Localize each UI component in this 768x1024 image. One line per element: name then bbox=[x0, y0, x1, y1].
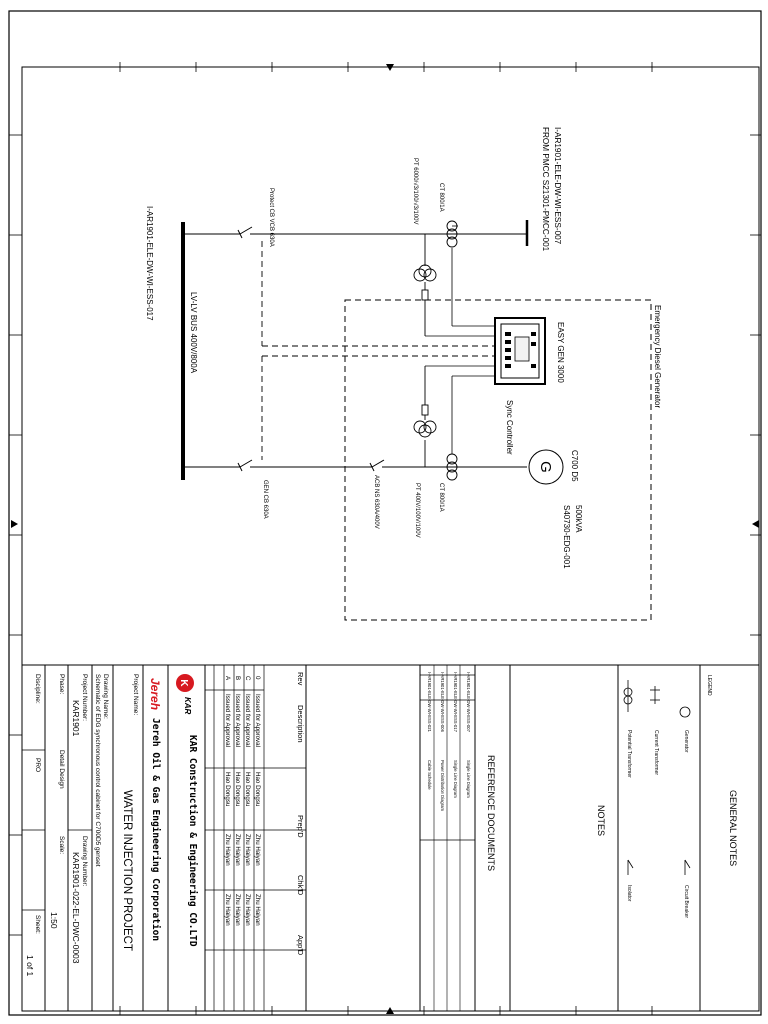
easygen-label: EASY GEN 3000 bbox=[556, 322, 565, 383]
legend-symbols bbox=[623, 680, 691, 875]
project-number-label: Project Number: bbox=[81, 674, 88, 721]
rev-row-1-rev: C bbox=[244, 676, 251, 681]
sheet-value: 1 of 1 bbox=[25, 955, 35, 977]
rev-header-approved: App'D bbox=[296, 935, 305, 956]
legend-title: LEGEND bbox=[706, 675, 712, 696]
from-reference-1: I-AR1901-ELE-DW-WI-ESS-007 bbox=[553, 127, 562, 245]
legend-item-circuit-breaker: Circuit Breaker bbox=[683, 885, 689, 918]
rev-row-3-desc: Issued for Approval bbox=[224, 694, 231, 747]
rev-header-checked: Chk'D bbox=[296, 875, 305, 896]
lv-bus-label: LV-LV BUS 400V/800A bbox=[189, 292, 198, 374]
rev-row-0-rev: 0 bbox=[254, 676, 261, 680]
rev-row-2-desc: Issued for Approval bbox=[234, 694, 241, 747]
gen-cb-label: GEN CB 630A bbox=[262, 480, 268, 519]
discipline-label: Discipline: bbox=[34, 674, 41, 704]
rev-row-1-app: Zhu Haiyan bbox=[244, 894, 251, 926]
ref-doc-3-title: Power Distribution Diagram bbox=[440, 760, 445, 811]
general-notes-title: GENERAL NOTES bbox=[728, 790, 738, 866]
ref-doc-2-title: Single Line Diagram bbox=[453, 760, 458, 798]
ref-doc-4-title: Cable Schedule bbox=[427, 760, 432, 790]
sheet-label: Sheet: bbox=[34, 915, 41, 934]
scale-value: 1:50 bbox=[49, 912, 59, 929]
project-name: WATER INJECTION PROJECT bbox=[121, 790, 133, 951]
emergency-generator-label: Emergency Diesel Generator bbox=[653, 305, 662, 408]
scale-label: Scale: bbox=[58, 836, 65, 854]
phase-label: Phase: bbox=[58, 674, 65, 694]
jereh-brand: Jereh bbox=[148, 678, 162, 710]
top-potential-transformer bbox=[413, 234, 437, 336]
ref-doc-4-number: I-AR1901-ELE-DW-WI-ESS-021 bbox=[427, 672, 432, 733]
reference-documents-title: REFERENCE DOCUMENTS bbox=[486, 755, 496, 871]
kar-logo: K KAR bbox=[176, 674, 194, 715]
svg-text:K: K bbox=[178, 679, 189, 687]
rev-header-prepared: Prep'D bbox=[296, 815, 305, 838]
notes-title: NOTES bbox=[596, 805, 606, 836]
centre-marker-top bbox=[386, 64, 394, 71]
generator-model-label: C700 D5 bbox=[570, 450, 579, 482]
rev-row-2-app: Zhu Haiyan bbox=[234, 894, 241, 926]
drawing-number-label: Drawing Number: bbox=[81, 836, 88, 887]
pt-bottom-label: PT 400V/100V/100V bbox=[414, 483, 420, 538]
drawing-number: KAR1901-022-EL-DWC-0003 bbox=[71, 852, 81, 964]
legend-item-isolator: Isolator bbox=[626, 885, 632, 902]
easygen-controller bbox=[494, 317, 546, 385]
sync-controller-label: Sync Controller bbox=[505, 400, 514, 455]
rev-row-2-rev: B bbox=[234, 676, 241, 680]
generator-kva-label: 500kVA bbox=[574, 505, 583, 533]
project-name-label: Project Name: bbox=[132, 674, 139, 715]
rev-row-3-chk: Zhu Haiyan bbox=[224, 834, 231, 866]
from-reference-2: FROM PMCC S21301-PMCC-001 bbox=[541, 127, 550, 252]
ref-doc-2-number: I-AR1901-ELE-DW-WI-ESS-017 bbox=[453, 672, 458, 733]
emergency-generator-boundary bbox=[344, 299, 652, 621]
bus-reference: I-AR1901-ELE-DW-WI-ESS-017 bbox=[145, 206, 154, 321]
rev-row-0-prep: Hao Dongsu bbox=[254, 772, 261, 807]
centre-marker-right bbox=[752, 520, 759, 528]
ct-bottom-label: CT 800/1A bbox=[438, 483, 444, 512]
ref-doc-1-title: Single Line Diagram bbox=[466, 760, 471, 798]
ref-doc-3-number: I-AR1901-ELE-DW-WI-ESS-006 bbox=[440, 672, 445, 733]
rev-row-1-prep: Hao Dongsu bbox=[244, 772, 251, 807]
pt-top-label: PT 6000/√3/100/√3/100V bbox=[412, 158, 419, 225]
jereh-company-name: Jereh Oil & Gas Engineering Corporation bbox=[150, 718, 161, 941]
rev-row-2-prep: Hao Dongsu bbox=[234, 772, 241, 807]
phase-detail: Detail Design bbox=[58, 750, 65, 789]
bottom-potential-transformer bbox=[413, 366, 437, 467]
centre-marker-left bbox=[11, 520, 18, 528]
top-circuit-breaker bbox=[237, 226, 253, 239]
legend-item-generator: Generator bbox=[683, 730, 689, 753]
drawing-name-label: Drawing Name: bbox=[102, 674, 109, 719]
rev-row-1-desc: Issued for Approval bbox=[244, 694, 251, 747]
rev-row-0-chk: Zhu Haiyan bbox=[254, 834, 261, 866]
outer-border bbox=[8, 10, 762, 1016]
rev-header-rev: Rev bbox=[296, 672, 305, 686]
vcb-top-label: Protect CB VCB 630A bbox=[268, 188, 274, 247]
generator-symbol bbox=[528, 449, 564, 485]
rev-row-3-app: Zhu Haiyan bbox=[224, 894, 231, 926]
acb-label: ACB NS 630A/400V bbox=[373, 475, 379, 529]
drawing-name: Schematic of EDG synchronous control cab… bbox=[94, 674, 101, 867]
rev-row-3-prep: Hao Dongsu bbox=[224, 772, 231, 807]
acb-breaker bbox=[369, 459, 385, 472]
rev-row-2-chk: Zhu Haiyan bbox=[234, 834, 241, 866]
rev-header-description: Description bbox=[296, 705, 305, 743]
centre-marker-bottom bbox=[386, 1007, 394, 1014]
rev-row-3-rev: A bbox=[224, 676, 231, 681]
phase-value: PRO bbox=[34, 758, 41, 772]
rev-row-0-app: Zhu Haiyan bbox=[254, 894, 261, 926]
generator-tag-label: S40730-EDG-001 bbox=[562, 505, 571, 569]
ct-top-label: CT 800/1A bbox=[438, 183, 444, 212]
rev-row-0-desc: Issued for Approval bbox=[254, 694, 261, 747]
rev-row-1-chk: Zhu Haiyan bbox=[244, 834, 251, 866]
kar-company-name: KAR Construction & Engineering CO.LTD bbox=[187, 735, 198, 947]
ref-doc-1-number: I-AR1901-ELE-DW-WI-ESS-007 bbox=[466, 672, 471, 733]
legend-item-current-transformer: Current Transformer bbox=[653, 730, 659, 775]
project-number: KAR1901 bbox=[71, 700, 81, 737]
gen-cb-breaker bbox=[237, 459, 253, 472]
generator-glyph: G bbox=[537, 461, 554, 473]
kar-brand: KAR bbox=[183, 697, 192, 715]
legend-item-potential-transformer: Potential Transformer bbox=[626, 730, 632, 778]
